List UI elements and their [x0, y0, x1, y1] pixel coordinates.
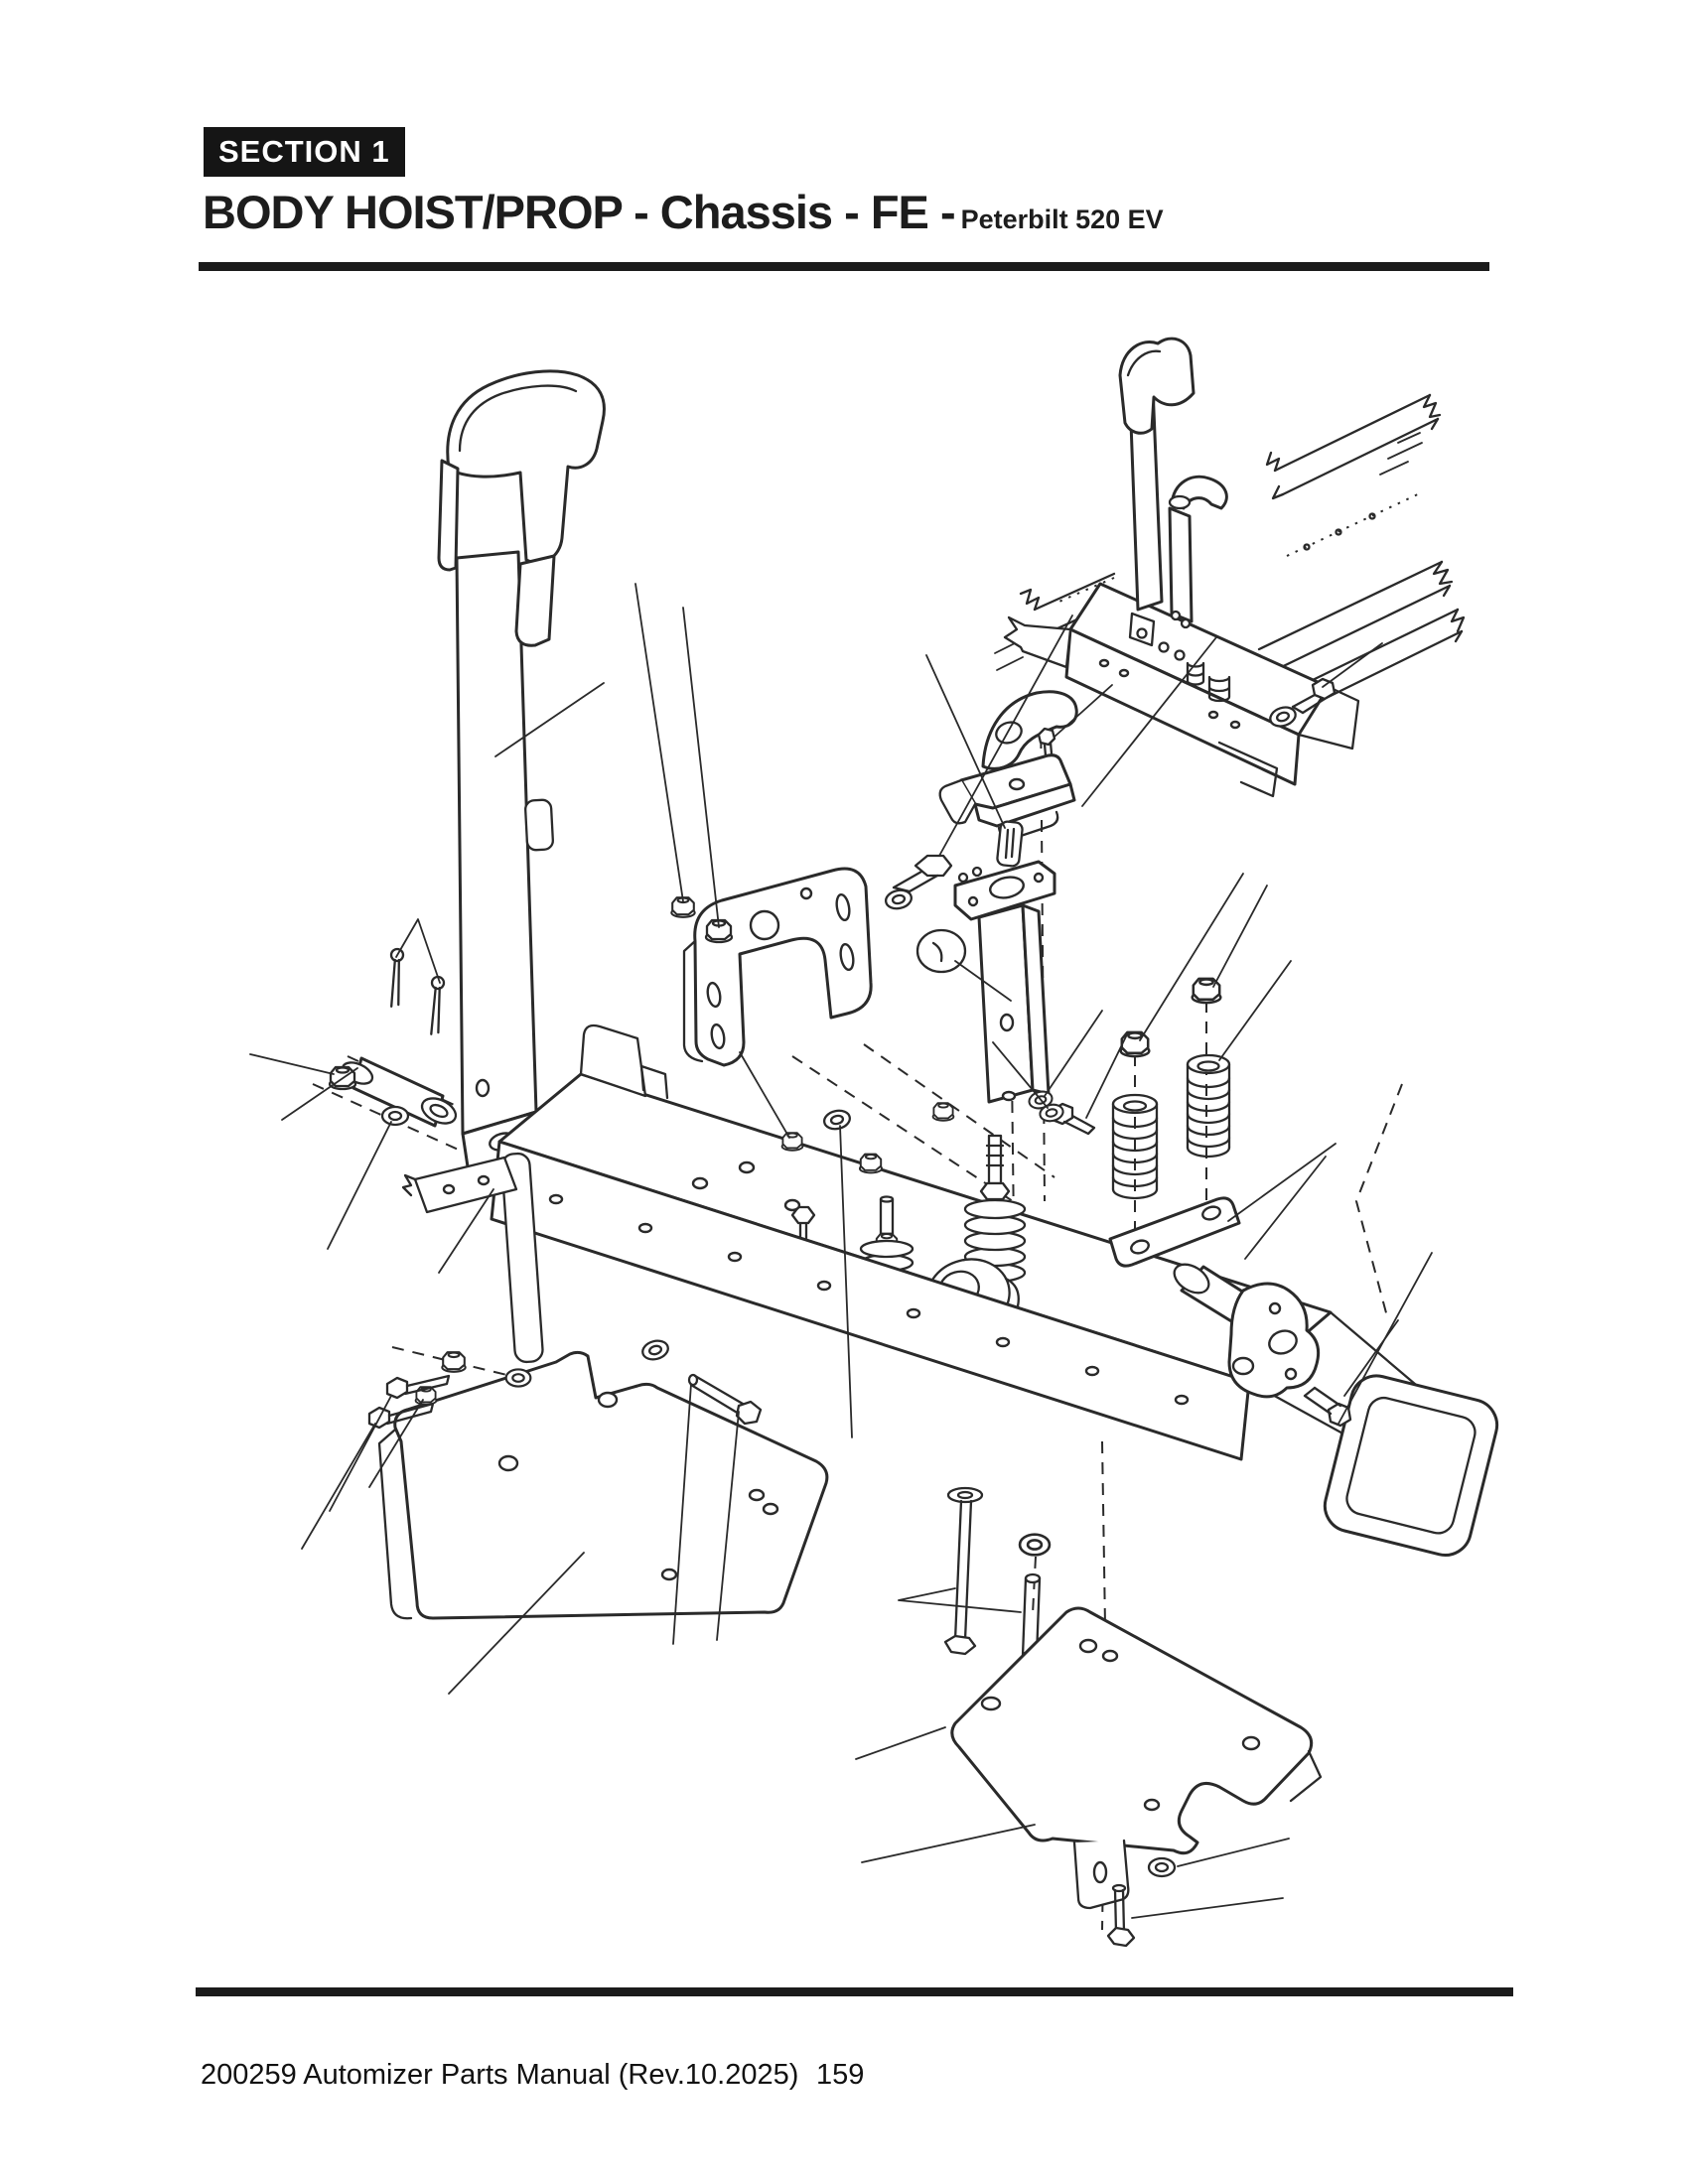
flange-nut	[441, 1351, 467, 1373]
hex-bolt	[385, 1374, 451, 1400]
latch-post	[953, 860, 1056, 1104]
pivot-pin-flange	[1173, 1263, 1321, 1399]
flat-washer	[821, 1107, 853, 1133]
section-badge: SECTION 1	[204, 127, 405, 177]
lower-right-plate	[950, 1606, 1323, 1855]
wing-plate	[401, 1156, 518, 1214]
flange-nut	[1119, 1030, 1151, 1058]
lower-left-plate	[377, 1350, 829, 1620]
footer-rule	[196, 1987, 1513, 1996]
u-bracket	[682, 867, 873, 1067]
prop-column-assembled	[1118, 337, 1196, 612]
flat-washer	[1147, 1856, 1177, 1878]
footer-manual-label: 200259 Automizer Parts Manual (Rev.10.20…	[201, 2059, 799, 2091]
long-bolt	[943, 1486, 984, 1656]
coil-spring	[1111, 1093, 1159, 1200]
spacer-tube	[1021, 1572, 1042, 1662]
prop-saddle	[446, 369, 606, 565]
page-title: BODY HOIST/PROP - Chassis - FE -Peterbil…	[203, 185, 1493, 239]
coil-spring	[1186, 1053, 1231, 1159]
roll-pin	[996, 820, 1024, 868]
hex-bolt	[1303, 1386, 1352, 1428]
hex-bolt	[1291, 677, 1336, 715]
body-prop-column	[437, 369, 606, 1175]
long-bolt	[687, 1373, 763, 1426]
frame-weldment	[401, 1024, 1499, 1557]
flat-washer	[380, 1105, 410, 1127]
cotter-pin	[428, 975, 446, 1036]
flange-nut	[931, 1102, 955, 1122]
small-bolt	[1106, 1883, 1136, 1948]
leader-lines	[249, 583, 1433, 1919]
lower-right-plate-group	[943, 1486, 1323, 1948]
flat-washer	[638, 1336, 672, 1364]
page-title-main: BODY HOIST/PROP - Chassis - FE -	[203, 186, 956, 238]
strap-plate	[1108, 1196, 1241, 1268]
page-title-sub: Peterbilt 520 EV	[960, 205, 1164, 234]
small-bolt	[1037, 727, 1056, 768]
rubber-grommet	[915, 928, 967, 974]
flange-nut	[780, 1132, 804, 1152]
clip-bracket	[1072, 1839, 1130, 1910]
latch-assembly	[938, 690, 1096, 1136]
rubber-bumper	[963, 1134, 1027, 1284]
flat-washer	[1018, 1533, 1052, 1557]
hex-bolt	[892, 854, 953, 893]
flat-washer	[504, 1368, 532, 1388]
flange-nut	[858, 1153, 884, 1174]
guard-strip	[500, 1152, 544, 1364]
latch-assembled	[1168, 475, 1228, 629]
footer-page-number: 159	[816, 2059, 865, 2091]
header-rule	[199, 262, 1489, 271]
